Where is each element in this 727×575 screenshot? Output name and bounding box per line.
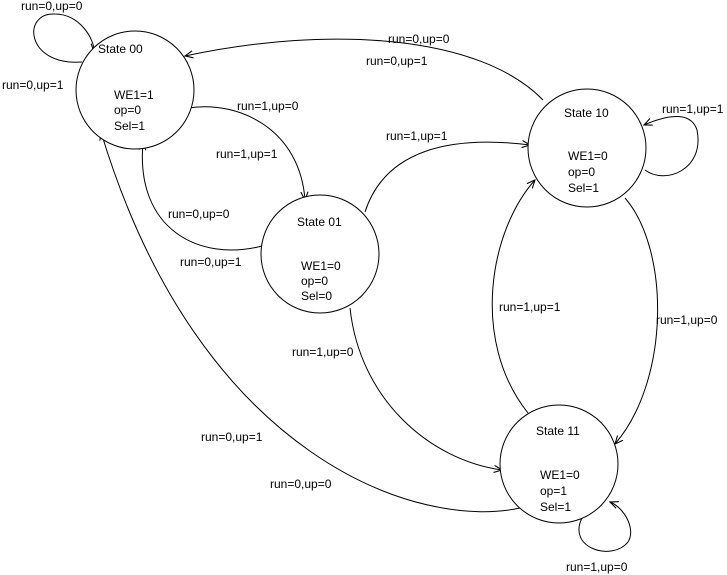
label-s11-to-s00-alt: run=0,up=0 (270, 477, 332, 491)
edge-s00-self-loop (33, 13, 94, 63)
state-node-00: State 00 WE1=1 op=0 Sel=1 (75, 30, 195, 150)
state-circle (75, 30, 195, 150)
state-title: State 11 (536, 424, 580, 438)
edge-s01-to-s11 (349, 307, 502, 470)
label-s11-to-s00: run=0,up=1 (201, 430, 263, 444)
label-s00-self-loop: run=0,up=0 (21, 0, 83, 13)
state-output-sel: Sel=1 (540, 500, 571, 514)
state-title: State 00 (98, 42, 143, 56)
state-output-we1: WE1=0 (301, 259, 341, 273)
label-s01-to-s11: run=1,up=0 (292, 345, 354, 359)
label-s01-to-s00-alt: run=0,up=1 (180, 255, 242, 269)
edge-s11-to-s00 (101, 132, 521, 513)
state-node-11: State 11 WE1=0 op=1 Sel=1 (499, 404, 619, 524)
label-s00-self-loop-back: run=0,up=1 (2, 78, 64, 92)
label-s10-self-loop: run=1,up=1 (662, 102, 724, 116)
edge-s01-to-s10 (364, 142, 530, 213)
edge-s10-to-s11 (615, 197, 659, 444)
state-output-op: op=1 (540, 484, 567, 498)
label-s00-to-s01-alt: run=1,up=1 (216, 147, 278, 161)
label-s10-to-s00: run=0,up=0 (388, 32, 450, 46)
state-node-01: State 01 WE1=0 op=0 Sel=0 (260, 194, 380, 314)
state-circle (499, 404, 619, 524)
edge-s11-self-loop (578, 502, 632, 552)
label-s00-to-s01: run=1,up=0 (237, 99, 299, 113)
label-s11-self-loop: run=1,up=0 (566, 560, 628, 574)
state-output-we1: WE1=1 (114, 88, 154, 102)
edge-s11-to-s10 (491, 180, 535, 414)
state-output-sel: Sel=0 (301, 289, 332, 303)
state-title: State 01 (297, 215, 342, 229)
state-output-we1: WE1=0 (568, 149, 608, 163)
label-s10-to-s00-alt: run=0,up=1 (366, 54, 428, 68)
state-output-we1: WE1=0 (540, 468, 580, 482)
label-s11-to-s10: run=1,up=1 (499, 300, 561, 314)
state-output-op: op=0 (114, 103, 141, 117)
label-s01-to-s10: run=1,up=1 (386, 129, 448, 143)
state-circle (260, 194, 380, 314)
state-circle (527, 88, 647, 208)
label-s01-to-s00: run=0,up=0 (168, 207, 230, 221)
edge-s01-to-s00 (142, 142, 263, 251)
label-s10-to-s11: run=1,up=0 (656, 313, 718, 327)
state-node-10: State 10 WE1=0 op=0 Sel=1 (527, 88, 647, 208)
state-output-sel: Sel=1 (568, 181, 599, 195)
state-title: State 10 (564, 106, 609, 120)
edge-s10-self-loop (644, 116, 699, 177)
edge-s00-to-s01 (187, 106, 305, 200)
state-output-op: op=0 (301, 274, 328, 288)
state-output-op: op=0 (568, 165, 595, 179)
edge-s10-to-s00 (185, 38, 544, 101)
state-output-sel: Sel=1 (114, 119, 145, 133)
